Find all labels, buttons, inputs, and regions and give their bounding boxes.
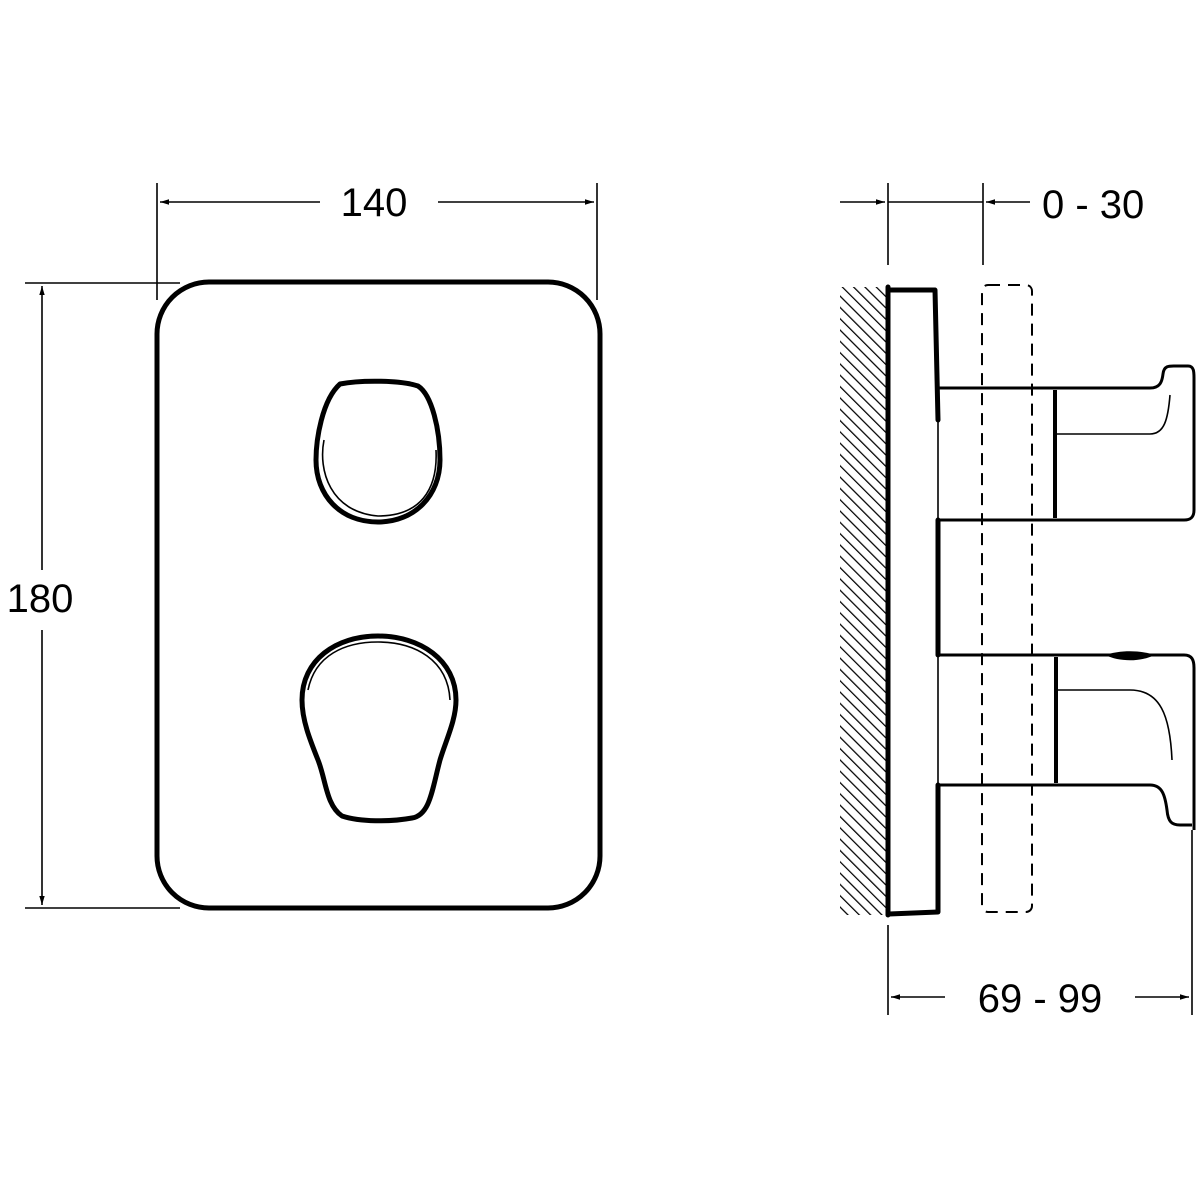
width-label: 140 (341, 181, 408, 225)
wall-hatch (840, 287, 886, 915)
side-view: 0 - 30 69 - 99 (840, 183, 1196, 1021)
depth-label: 69 - 99 (978, 977, 1103, 1021)
offset-label: 0 - 30 (1042, 183, 1144, 227)
width-dimension: 140 (156, 181, 598, 300)
height-dimension: 180 (7, 282, 180, 909)
upper-handle (937, 364, 1196, 522)
adjustment-range-outline (981, 284, 1033, 913)
height-label: 180 (7, 577, 74, 621)
lower-handle (937, 651, 1196, 830)
depth-dimension: 69 - 99 (887, 830, 1193, 1021)
front-view: 140 180 (7, 181, 603, 911)
side-plate (885, 287, 941, 917)
offset-dimension: 0 - 30 (840, 183, 1144, 265)
upper-knob (313, 378, 443, 525)
lower-knob (299, 633, 459, 824)
cover-plate (154, 279, 603, 911)
